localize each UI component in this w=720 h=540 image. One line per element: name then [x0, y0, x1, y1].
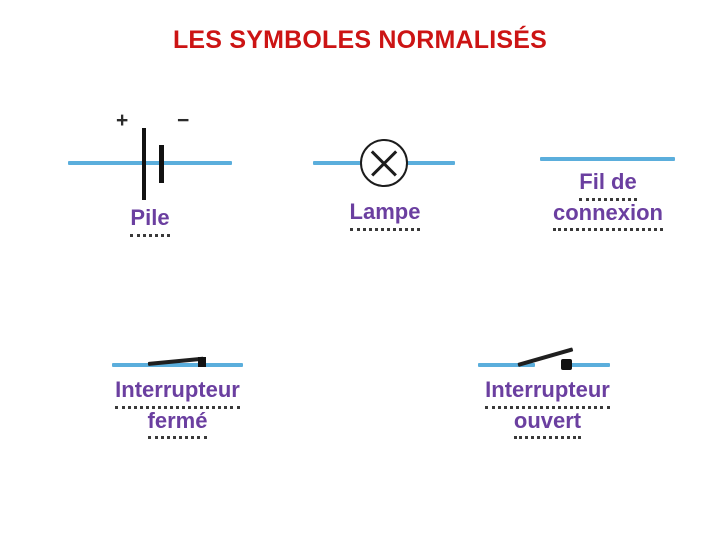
label-line: Interrupteur [60, 377, 295, 409]
wire-line [112, 363, 243, 367]
label-interrupteur-ouvert: Interrupteur ouvert [430, 377, 665, 440]
battery-long-bar [142, 128, 146, 200]
symbol-interrupteur-ferme: Interrupteur fermé [60, 330, 295, 440]
minus-sign: − [177, 109, 190, 132]
label-text: ouvert [513, 408, 582, 440]
wire-line-right [570, 363, 610, 367]
label-line: fermé [60, 408, 295, 440]
label-pile: Pile [40, 205, 260, 237]
label-text: Interrupteur [485, 377, 610, 409]
battery-short-bar [159, 145, 164, 183]
plus-sign: + [116, 109, 129, 132]
wire-line [540, 157, 675, 161]
open-switch-symbol [430, 330, 665, 380]
wire-symbol [512, 108, 704, 194]
label-lampe: Lampe [300, 199, 470, 231]
label-line: Pile [40, 205, 260, 237]
symbol-fil-de-connexion: Fil de connexion [512, 108, 704, 232]
switch-pivot-dot [561, 359, 572, 370]
switch-pivot-dot [198, 357, 206, 367]
label-line: Fil de [512, 169, 704, 201]
symbol-interrupteur-ouvert: Interrupteur ouvert [430, 330, 665, 440]
symbol-pile: + − Pile [40, 108, 260, 237]
label-text: connexion [552, 200, 663, 232]
wire-line-left [478, 363, 535, 367]
lamp-symbol [300, 108, 470, 194]
page-title: LES SYMBOLES NORMALISÉS [172, 26, 548, 54]
closed-switch-symbol [60, 330, 295, 380]
label-line: connexion [512, 200, 704, 232]
label-text: Pile [130, 205, 170, 237]
label-line: Lampe [300, 199, 470, 231]
label-fil-de-connexion: Fil de connexion [512, 169, 704, 232]
battery-symbol: + − [40, 108, 260, 200]
label-text: Lampe [349, 199, 421, 231]
label-text: fermé [147, 408, 208, 440]
label-interrupteur-ferme: Interrupteur fermé [60, 377, 295, 440]
label-text: Fil de [579, 169, 637, 201]
label-line: ouvert [430, 408, 665, 440]
label-text: Interrupteur [115, 377, 240, 409]
label-line: Interrupteur [430, 377, 665, 409]
wire-line [68, 161, 232, 165]
symbol-lampe: Lampe [300, 108, 470, 231]
